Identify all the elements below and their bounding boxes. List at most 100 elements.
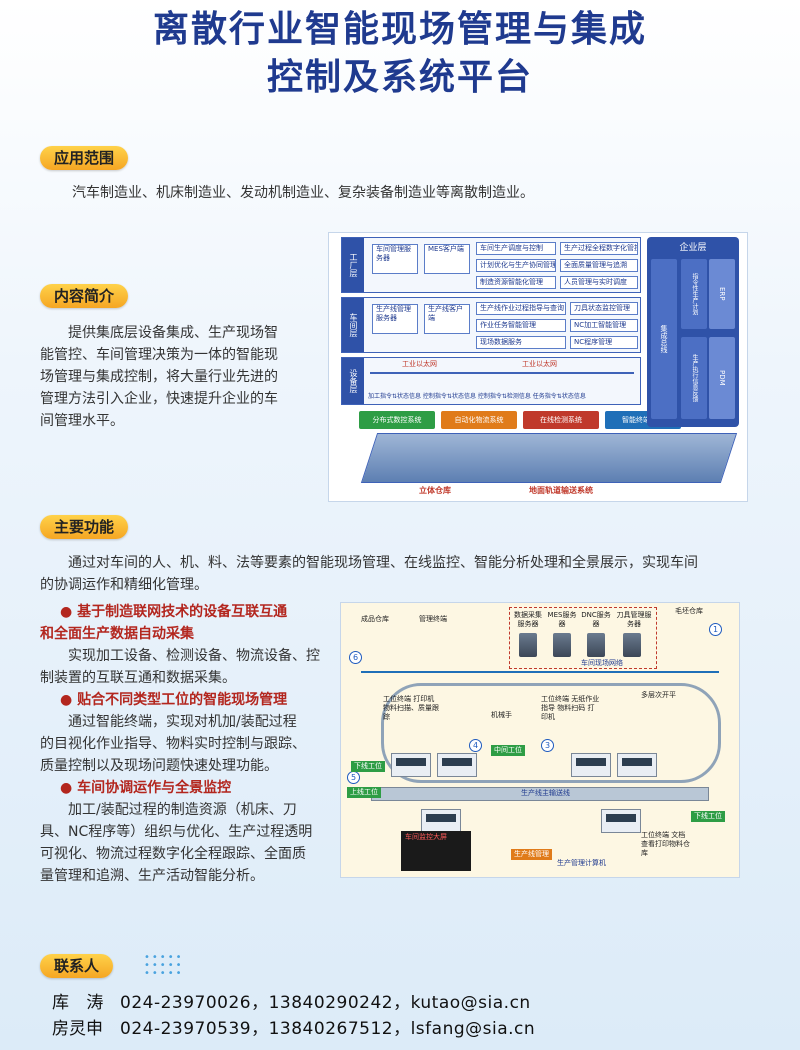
function-line: 的目视化作业指导、物料实时控制与跟踪、 — [40, 736, 306, 752]
network-label: 车间现场网络 — [581, 659, 623, 667]
intro-line: 管理方法引入企业，快速提升企业的车 — [40, 391, 278, 407]
function-box: 作业任务智能管理 — [476, 319, 566, 332]
function-box: NC程序管理 — [570, 336, 638, 349]
manager-tag: 生产线管理 — [511, 849, 552, 860]
machine-tool — [571, 753, 611, 777]
line-label: 生产线主输送线 — [521, 789, 570, 797]
function-box: 刀具状态监控管理 — [570, 302, 638, 315]
bullet-icon: ● — [60, 692, 78, 708]
function-box: 生产线作业过程指导与查询 — [476, 302, 566, 315]
architecture-diagram: 工厂层 车间管理服务器 MES客户端 车间生产调度与控制 生产过程全程数字化管控… — [328, 232, 748, 502]
function-line: 加工/装配过程的制造资源（机床、刀 — [68, 802, 297, 818]
lan-label: 工业以太网 — [402, 360, 437, 368]
page-title: 离散行业智能现场管理与集成 控制及系统平台 — [0, 6, 800, 102]
functions-lead-line: 的协调运作和精细化管理。 — [40, 577, 208, 593]
conveyor-track — [381, 683, 721, 783]
pdm-label: PDM — [709, 337, 735, 419]
machine-tool — [617, 753, 657, 777]
layer-label: 车间层 — [342, 298, 364, 352]
function-line: 可视化、物流过程数字化全程跟踪、全面质 — [40, 846, 306, 862]
warehouse-label: 立体仓库 — [419, 486, 451, 495]
signal-text: 加工指令⇅状态信息 控制指令⇅状态信息 控制指令⇅检测信息 任务指令⇅状态信息 — [368, 393, 586, 400]
server-icon — [519, 633, 537, 657]
integration-bus: 集成总线 — [651, 259, 677, 419]
terminal-note: 工位终端 无纸作业指导 物料扫码 打印机 — [541, 695, 600, 721]
lan-label: 工业以太网 — [522, 360, 557, 368]
down-station-tag: 下线工位 — [351, 761, 385, 772]
screen-label: 车间监控大屏 — [405, 833, 447, 841]
intro-text: 提供集底层设备集成、生产现场智 能管控、车间管理决策为一体的智能现 场管理与集成… — [40, 322, 320, 432]
system-box: 自动化物流系统 — [441, 411, 517, 429]
agv-label: 多层次开平 — [641, 691, 676, 699]
line-client-box: 生产线客户端 — [424, 304, 470, 334]
function-box: 制造资源智能化管理 — [476, 276, 556, 289]
enterprise-layer: 企业层 集成总线 指令性生产计划 生产执行信息反馈 ERP PDM — [647, 237, 739, 427]
machine-tool — [421, 809, 461, 833]
robot-label: 机械手 — [491, 711, 512, 719]
intro-line: 提供集底层设备集成、生产现场智 — [68, 325, 278, 341]
function-box: 生产过程全程数字化管控 — [560, 242, 638, 255]
terminal-note: 工位终端 打印机 物料扫描、质量跟踪 — [383, 695, 439, 721]
marker-5: 5 — [347, 771, 360, 784]
function-line: 质量控制以及现场问题快速处理功能。 — [40, 758, 278, 774]
stock-label: 成品仓库 — [361, 615, 389, 623]
function-title-text: 和全面生产数据自动采集 — [40, 626, 194, 642]
plan-label: 指令性生产计划 — [681, 259, 707, 329]
contact-info: 024-23970539，13840267512，lsfang@sia.cn — [120, 1019, 536, 1039]
function-box: 人员管理与实时调度 — [560, 276, 638, 289]
function-desc-2: 通过智能终端，实现对机加/装配过程 的目视化作业指导、物料实时控制与跟踪、 质量… — [40, 711, 330, 777]
marker-1: 1 — [709, 623, 722, 636]
dots-decoration-icon: ••••••••••••••• — [144, 952, 184, 979]
function-desc-3: 加工/装配过程的制造资源（机床、刀 具、NC程序等）组织与优化、生产过程透明 可… — [40, 799, 330, 887]
intro-line: 间管理水平。 — [40, 413, 124, 429]
contact-name: 房灵申 — [52, 1019, 103, 1039]
function-title-text: 基于制造联网技术的设备互联互通 — [77, 604, 288, 620]
contact-row: 房灵申 024-23970539，13840267512，lsfang@sia.c… — [52, 1016, 535, 1042]
bullet-icon: ● — [60, 604, 78, 620]
server-label: DNC服务器 — [581, 611, 611, 628]
factory-floor — [360, 433, 738, 483]
server-label: MES服务器 — [547, 611, 577, 628]
layer-factory: 工厂层 车间管理服务器 MES客户端 车间生产调度与控制 生产过程全程数字化管控… — [341, 237, 641, 293]
up-station-tag: 上线工位 — [347, 787, 381, 798]
server-icon — [623, 633, 641, 657]
title-line-2: 控制及系统平台 — [266, 57, 533, 98]
machine-tool — [391, 753, 431, 777]
marker-3: 3 — [541, 739, 554, 752]
rail-label: 地面轨道输送系统 — [529, 486, 593, 495]
function-desc-1: 实现加工设备、检测设备、物流设备、控 制装置的互联互通和数据采集。 — [40, 645, 330, 689]
enterprise-label: 企业层 — [679, 243, 707, 253]
server-label: 刀具管理服务器 — [616, 611, 652, 628]
function-title-text: 贴合不同类型工位的智能现场管理 — [77, 692, 288, 708]
mid-station-tag: 中间工位 — [491, 745, 525, 756]
function-box: 全面质量管理与追溯 — [560, 259, 638, 272]
function-title-text: 车间协调运作与全景监控 — [77, 780, 232, 796]
title-line-1: 离散行业智能现场管理与集成 — [152, 9, 647, 50]
server-icon — [553, 633, 571, 657]
machine-tool — [437, 753, 477, 777]
section-tag-contact: 联系人 — [40, 954, 114, 978]
contact-row: 库 涛 024-23970026，13840290242，kutao@sia.cn — [52, 990, 531, 1016]
function-line: 通过智能终端，实现对机加/装配过程 — [68, 714, 297, 730]
bullet-icon: ● — [60, 780, 78, 796]
contact-name: 库 涛 — [52, 993, 110, 1013]
monitor-screen — [401, 831, 471, 871]
server-zone — [509, 607, 657, 669]
warehouse-label: 毛坯仓库 — [675, 607, 703, 615]
network-line — [361, 671, 719, 673]
pc-label: 生产管理计算机 — [557, 859, 606, 867]
function-box: NC加工智能管理 — [570, 319, 638, 332]
layer-device: 设备层 工业以太网 工业以太网 加工指令⇅状态信息 控制指令⇅状态信息 控制指令… — [341, 357, 641, 405]
functions-lead-line: 通过对车间的人、机、料、法等要素的智能现场管理、在线监控、智能分析处理和全景展示… — [68, 555, 698, 571]
marker-4: 4 — [469, 739, 482, 752]
terminal-label: 管理终端 — [419, 615, 447, 623]
intro-line: 场管理与集成控制，将大量行业先进的 — [40, 369, 278, 385]
network-line — [370, 372, 634, 374]
section-tag-functions: 主要功能 — [40, 515, 129, 539]
function-title-1: ● 基于制造联网技术的设备互联互通 和全面生产数据自动采集 — [40, 601, 330, 645]
workshop-layout-diagram: 数据采集服务器 MES服务器 DNC服务器 刀具管理服务器 车间现场网络 成品仓… — [340, 602, 740, 878]
machine-tool — [601, 809, 641, 833]
function-box: 车间生产调度与控制 — [476, 242, 556, 255]
contact-info: 024-23970026，13840290242，kutao@sia.cn — [120, 993, 531, 1013]
layer-workshop: 车间层 生产线管理服务器 生产线客户端 生产线作业过程指导与查询 刀具状态监控管… — [341, 297, 641, 353]
